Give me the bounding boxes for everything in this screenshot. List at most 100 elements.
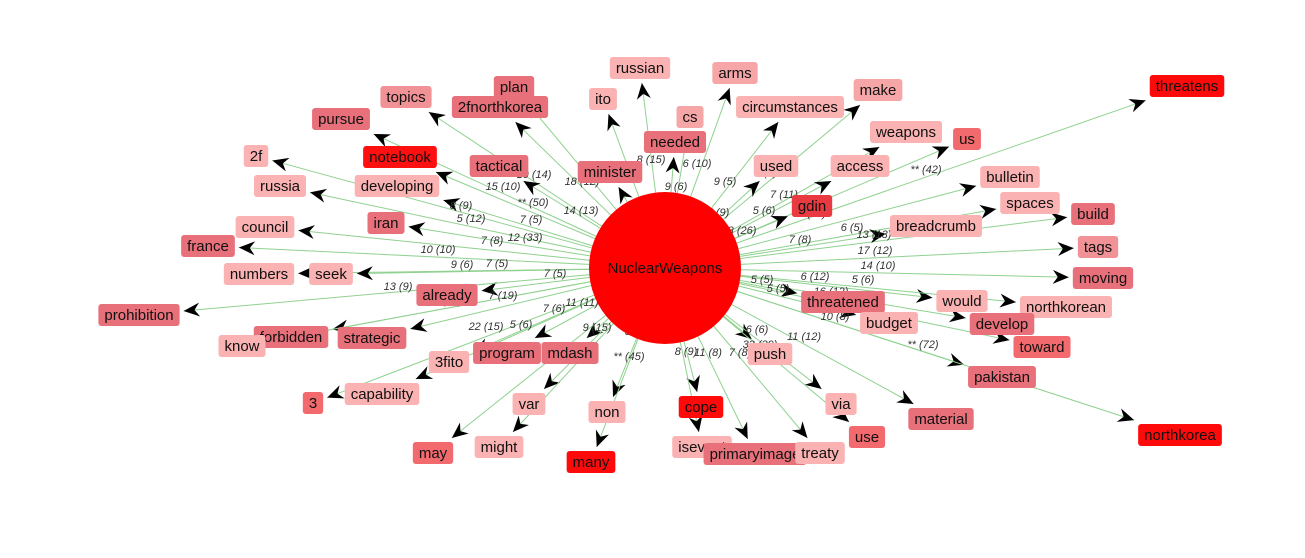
- edge-weight-label: 5 (12): [457, 213, 486, 225]
- node-may[interactable]: may: [412, 442, 454, 464]
- node-box: [1019, 296, 1113, 318]
- node-might[interactable]: might: [474, 436, 524, 458]
- edge-arrowhead: [481, 281, 499, 296]
- node-arms[interactable]: arms: [712, 62, 758, 84]
- edge-weight-label: 13 (9): [384, 281, 413, 293]
- node-pakistan[interactable]: pakistan: [968, 366, 1036, 388]
- node-var[interactable]: var: [512, 393, 546, 415]
- node-non[interactable]: non: [588, 401, 626, 423]
- node-forbidden[interactable]: forbidden: [253, 326, 329, 348]
- node-toward[interactable]: toward: [1013, 336, 1071, 358]
- node-know[interactable]: know: [218, 335, 266, 357]
- node-mdash[interactable]: mdash: [541, 342, 599, 364]
- edge-weight-label: ** (42): [910, 164, 942, 176]
- node-label: program: [479, 345, 535, 362]
- node-many[interactable]: many: [566, 451, 616, 473]
- edge-many: [596, 338, 639, 448]
- node-strategic[interactable]: strategic: [337, 327, 407, 349]
- node-treaty[interactable]: treaty: [795, 442, 845, 464]
- node-northkorea[interactable]: northkorea: [1138, 424, 1222, 446]
- node-iran[interactable]: iran: [367, 212, 405, 234]
- node-label: russian: [616, 60, 664, 77]
- node-weapons[interactable]: weapons: [869, 121, 943, 143]
- node-notebook[interactable]: notebook: [363, 146, 437, 168]
- edge-weight-label: 7 (8): [481, 235, 504, 247]
- edge-arrowhead: [272, 157, 290, 172]
- node-france[interactable]: france: [181, 235, 235, 257]
- edge-council: [298, 229, 590, 261]
- node-develop[interactable]: develop: [969, 313, 1035, 335]
- node-3fito[interactable]: 3fito: [428, 351, 470, 373]
- node-box: [512, 393, 546, 415]
- node-russia[interactable]: russia: [253, 175, 307, 197]
- node-box: [968, 366, 1036, 388]
- node-gdin[interactable]: gdin: [791, 195, 833, 217]
- node-capability[interactable]: capability: [344, 383, 420, 405]
- node-us[interactable]: us: [953, 128, 981, 150]
- edge-weight-label: 8 (9): [675, 346, 698, 358]
- edge-arrowhead: [734, 323, 752, 339]
- node-label: already: [422, 287, 472, 304]
- node-primaryimage[interactable]: primaryimage: [703, 443, 807, 465]
- edge-already: [481, 276, 590, 292]
- node-material[interactable]: material: [908, 408, 974, 430]
- edge-weight-label: 5 (6): [753, 205, 776, 217]
- node-would[interactable]: would: [936, 290, 988, 312]
- edge-arrowhead: [428, 112, 446, 127]
- node-box: [830, 155, 890, 177]
- node-threatens[interactable]: threatens: [1149, 75, 1225, 97]
- node-spaces[interactable]: spaces: [1000, 192, 1060, 214]
- edge-arrowhead: [512, 415, 529, 432]
- node-label: cs: [683, 109, 698, 126]
- node-cope[interactable]: cope: [678, 396, 724, 418]
- node-label: make: [860, 82, 897, 99]
- node-2fnorthkorea[interactable]: 2fnorthkorea: [451, 96, 549, 118]
- node-box: [243, 145, 269, 167]
- node-access[interactable]: access: [830, 155, 890, 177]
- node-program[interactable]: program: [473, 342, 541, 364]
- node-box: [541, 342, 599, 364]
- edge-arrowhead: [832, 406, 850, 422]
- edge-arrowhead: [523, 181, 541, 196]
- node-plan[interactable]: plan: [493, 76, 535, 98]
- node-topics[interactable]: topics: [380, 86, 432, 108]
- edge-arrowhead: [515, 122, 532, 139]
- node-needed[interactable]: needed: [643, 131, 707, 153]
- node-breadcrumb[interactable]: breadcrumb: [889, 215, 983, 237]
- node-2f[interactable]: 2f: [243, 145, 269, 167]
- node-tactical[interactable]: tactical: [469, 155, 529, 177]
- node-make[interactable]: make: [853, 79, 903, 101]
- node-box: [795, 442, 845, 464]
- node-numbers[interactable]: numbers: [223, 263, 295, 285]
- node-box: [1072, 267, 1134, 289]
- node-moving[interactable]: moving: [1072, 267, 1134, 289]
- edge-bulletin: [738, 185, 977, 250]
- node-prohibition[interactable]: prohibition: [98, 304, 180, 326]
- node-via[interactable]: via: [825, 393, 857, 415]
- node-ito[interactable]: ito: [589, 88, 617, 110]
- node-push[interactable]: push: [747, 343, 793, 365]
- edge-weight-label: 6 (6): [746, 324, 769, 336]
- node-pursue[interactable]: pursue: [312, 108, 370, 130]
- node-used[interactable]: used: [753, 155, 799, 177]
- node-cs[interactable]: cs: [676, 106, 704, 128]
- node-russian[interactable]: russian: [609, 57, 671, 79]
- node-build[interactable]: build: [1071, 203, 1115, 225]
- node-already[interactable]: already: [416, 284, 478, 306]
- node-tags[interactable]: tags: [1077, 236, 1119, 258]
- node-circumstances[interactable]: circumstances: [736, 96, 844, 118]
- node-3[interactable]: 3: [302, 392, 324, 414]
- node-bulletin[interactable]: bulletin: [980, 166, 1040, 188]
- node-box: [936, 290, 988, 312]
- node-northkorean[interactable]: northkorean: [1019, 296, 1113, 318]
- node-budget[interactable]: budget: [860, 312, 918, 334]
- node-developing[interactable]: developing: [354, 175, 440, 197]
- node-seek[interactable]: seek: [309, 263, 353, 285]
- node-council[interactable]: council: [235, 216, 295, 238]
- node-use[interactable]: use: [848, 426, 886, 448]
- edge-notebook: [435, 171, 596, 240]
- node-threatened[interactable]: threatened: [801, 291, 885, 313]
- node-box: [253, 326, 329, 348]
- center-node[interactable]: NuclearWeapons: [589, 192, 741, 344]
- node-minister[interactable]: minister: [577, 161, 643, 183]
